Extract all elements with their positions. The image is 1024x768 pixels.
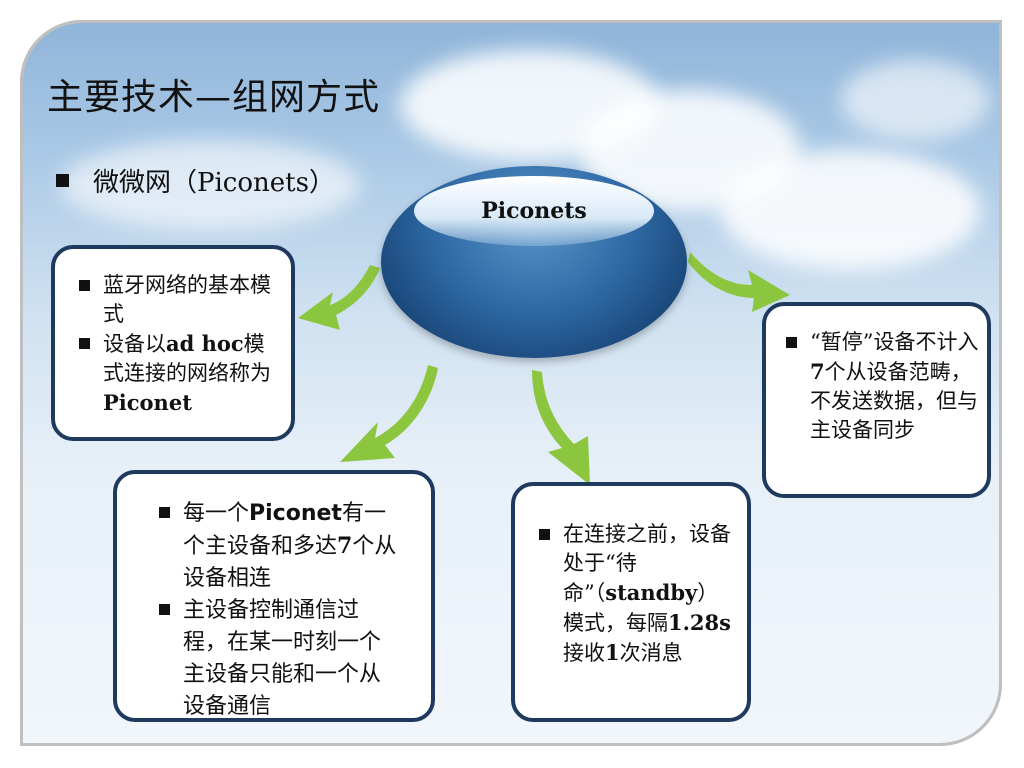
curved-arrow-icon: [340, 365, 438, 462]
curved-arrow-icon: [688, 252, 790, 312]
bullet-square-icon: [786, 337, 797, 348]
bullet-square-icon: [56, 174, 69, 187]
box-bottom-left: 每一个Piconet有一个主设备和多达7个从设备相连 主设备控制通信过程，在某一…: [113, 470, 435, 722]
bullet-square-icon: [159, 604, 170, 615]
bullet-square-icon: [159, 507, 170, 518]
list-item: 设备以ad hoc模式连接的网络称为Piconet: [73, 329, 279, 418]
list-item: 蓝牙网络的基本模式: [73, 271, 279, 329]
bullet-square-icon: [79, 338, 90, 349]
bullet-square-icon: [79, 280, 90, 291]
bullet-square-icon: [539, 529, 550, 540]
list-item: “暂停”设备不计入7个从设备范畴，不发送数据，但与主设备同步: [780, 328, 981, 445]
list-item: 在连接之前，设备处于“待命”（standby）模式，每隔1.28s接收1次消息: [533, 520, 737, 668]
main-bullet-text: 微微网（Piconets）: [93, 168, 335, 198]
main-bullet: 微微网（Piconets）: [56, 162, 335, 199]
box-right: “暂停”设备不计入7个从设备范畴，不发送数据，但与主设备同步: [762, 302, 991, 498]
list-item: 每一个Piconet有一个主设备和多达7个从设备相连: [153, 498, 401, 595]
curved-arrow-icon: [532, 370, 590, 485]
curved-arrow-icon: [298, 265, 380, 330]
slide-title: 主要技术—组网方式: [47, 77, 381, 118]
box-left: 蓝牙网络的基本模式 设备以ad hoc模式连接的网络称为Piconet: [51, 245, 295, 441]
box-bottom-right: 在连接之前，设备处于“待命”（standby）模式，每隔1.28s接收1次消息: [511, 482, 751, 722]
list-item: 主设备控制通信过程，在某一时刻一个主设备只能和一个从设备通信: [153, 595, 401, 723]
ellipse-highlight: [414, 176, 654, 246]
piconets-label: Piconets: [481, 198, 587, 224]
